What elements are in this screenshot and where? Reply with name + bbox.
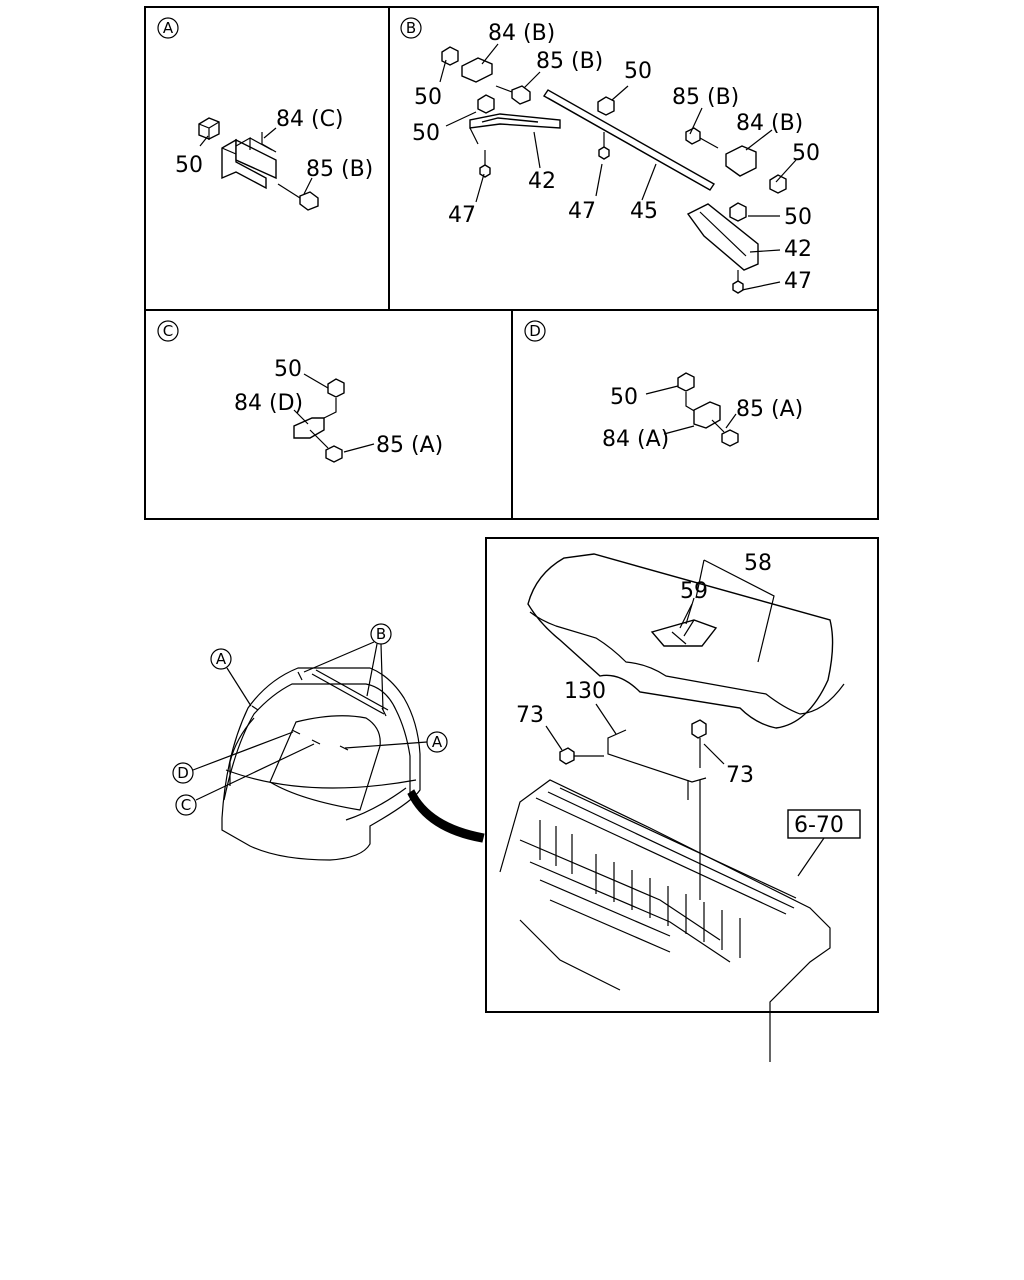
label-50: 50 xyxy=(792,141,820,166)
screw-47-part xyxy=(598,132,610,160)
label-84d: 84 (D) xyxy=(234,391,303,416)
label-84b: 84 (B) xyxy=(736,111,803,136)
detail-view: 58 59 130 73 73 6-70 xyxy=(499,551,861,1062)
label-130: 130 xyxy=(564,679,606,704)
screw-47-part xyxy=(479,150,491,178)
panel-c: C 50 84 (D) 85 (A) xyxy=(157,320,443,463)
panel-d-letter: D xyxy=(529,322,541,340)
label-85b: 85 (B) xyxy=(536,49,603,74)
label-85b: 85 (B) xyxy=(306,157,373,182)
screw-85b-part xyxy=(495,85,531,105)
callout-badge-a xyxy=(210,648,232,670)
vehicle-callouts: A B A D C xyxy=(172,623,448,816)
label-50: 50 xyxy=(175,153,203,178)
panel-b-badge xyxy=(400,17,422,39)
label-73: 73 xyxy=(516,703,544,728)
bracket-84b-part xyxy=(725,145,757,177)
label-42: 42 xyxy=(528,169,556,194)
label-85a: 85 (A) xyxy=(736,397,803,422)
callout-badge-c xyxy=(175,794,197,816)
callout-d: D xyxy=(177,764,189,782)
label-58: 58 xyxy=(744,551,772,576)
callout-a: A xyxy=(216,650,227,668)
clip-50-part xyxy=(198,117,220,140)
rod-130-part xyxy=(607,729,707,783)
callout-c: C xyxy=(181,796,191,814)
bracket-84d-part xyxy=(293,417,325,439)
callout-a: A xyxy=(432,733,443,751)
bolt-73-part xyxy=(559,747,604,765)
bracket-84b-part xyxy=(461,57,493,83)
clip-50-part xyxy=(729,202,747,222)
label-47: 47 xyxy=(448,203,476,228)
detail-frame xyxy=(485,537,879,1013)
leader-85b xyxy=(303,177,313,195)
panel-a-badge xyxy=(157,17,179,39)
vehicle-rear-view xyxy=(221,667,421,861)
screw-85a-part xyxy=(325,445,343,463)
clip-50-part xyxy=(441,46,459,66)
bracket-42-part xyxy=(686,203,759,271)
clip-50-part xyxy=(769,174,787,194)
label-50: 50 xyxy=(784,205,812,230)
panel-b: B xyxy=(400,17,820,294)
panel-c-letter: C xyxy=(163,322,173,340)
label-45: 45 xyxy=(630,199,658,224)
panel-a: A 50 84 (C) 85 (B) xyxy=(157,17,373,211)
panel-d: D 50 85 (A) 84 (A) xyxy=(524,320,803,452)
panel-b-letter: B xyxy=(406,19,416,37)
leader-84c xyxy=(263,127,277,139)
callout-b: B xyxy=(376,625,386,643)
panel-d-badge xyxy=(524,320,546,342)
label-84b: 84 (B) xyxy=(488,21,555,46)
label-50: 50 xyxy=(274,357,302,382)
screw-85b-part xyxy=(685,127,719,149)
screw-47-part xyxy=(732,270,744,294)
label-47: 47 xyxy=(784,269,812,294)
bolt-73-part xyxy=(691,719,707,768)
label-59: 59 xyxy=(680,579,708,604)
clip-50-part xyxy=(477,94,495,114)
panel-a-letter: A xyxy=(163,19,174,37)
callout-badge-d xyxy=(172,762,194,784)
label-50: 50 xyxy=(624,59,652,84)
label-84c: 84 (C) xyxy=(276,107,344,132)
leader-50 xyxy=(199,135,209,147)
label-50: 50 xyxy=(610,385,638,410)
clip-50-part xyxy=(677,372,695,392)
bracket-42-part xyxy=(469,113,561,129)
label-47: 47 xyxy=(568,199,596,224)
label-85b: 85 (B) xyxy=(672,85,739,110)
panel-c-badge xyxy=(157,320,179,342)
screw-85b-part xyxy=(277,183,319,211)
label-50: 50 xyxy=(412,121,440,146)
clip-50-part xyxy=(597,96,615,116)
label-42: 42 xyxy=(784,237,812,262)
ref-label: 6-70 xyxy=(794,813,844,838)
label-85a: 85 (A) xyxy=(376,433,443,458)
label-50: 50 xyxy=(414,85,442,110)
screw-85a-part xyxy=(721,429,739,447)
clip-50-part xyxy=(327,378,345,398)
bracket-84c-part xyxy=(221,132,277,190)
label-73: 73 xyxy=(726,763,754,788)
label-84a: 84 (A) xyxy=(602,427,669,452)
detail-pointer-arrow xyxy=(407,789,485,843)
